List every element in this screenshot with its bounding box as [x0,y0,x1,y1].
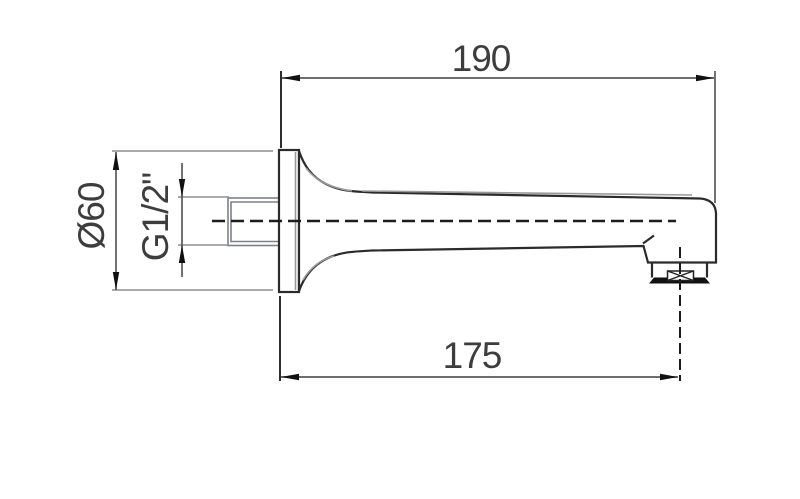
dim-190-arrow-right [696,74,714,82]
dim-thread-label: G1/2" [135,173,176,261]
spout-top-curve-shade [305,167,353,192]
dim-190-arrow-left [282,74,300,82]
dim-d60-arrow-bottom [112,272,120,290]
dim-175-arrow-right [660,373,678,381]
spout-bottom-curve-shade [302,255,335,281]
dim-190-label: 190 [452,38,511,79]
spout-tip-tangent-tick [642,234,655,245]
dim-175-arrow-left [281,373,299,381]
dimension-thread: G1/2" [135,163,229,277]
dim-d60-label: Ø60 [71,182,112,249]
dim-d60-arrow-top [112,152,120,170]
dim-thread-arrow-top [178,179,186,197]
dimension-190: 190 [280,38,716,203]
dimension-flange-diameter: Ø60 [71,150,273,291]
aerator-insert-cross [667,270,694,282]
dimension-175: 175 [279,296,678,381]
aerator-sides [650,262,709,278]
dim-175-label: 175 [443,335,502,376]
dim-thread-arrow-bottom [178,245,186,263]
spout-top-edge-shade [361,190,693,196]
